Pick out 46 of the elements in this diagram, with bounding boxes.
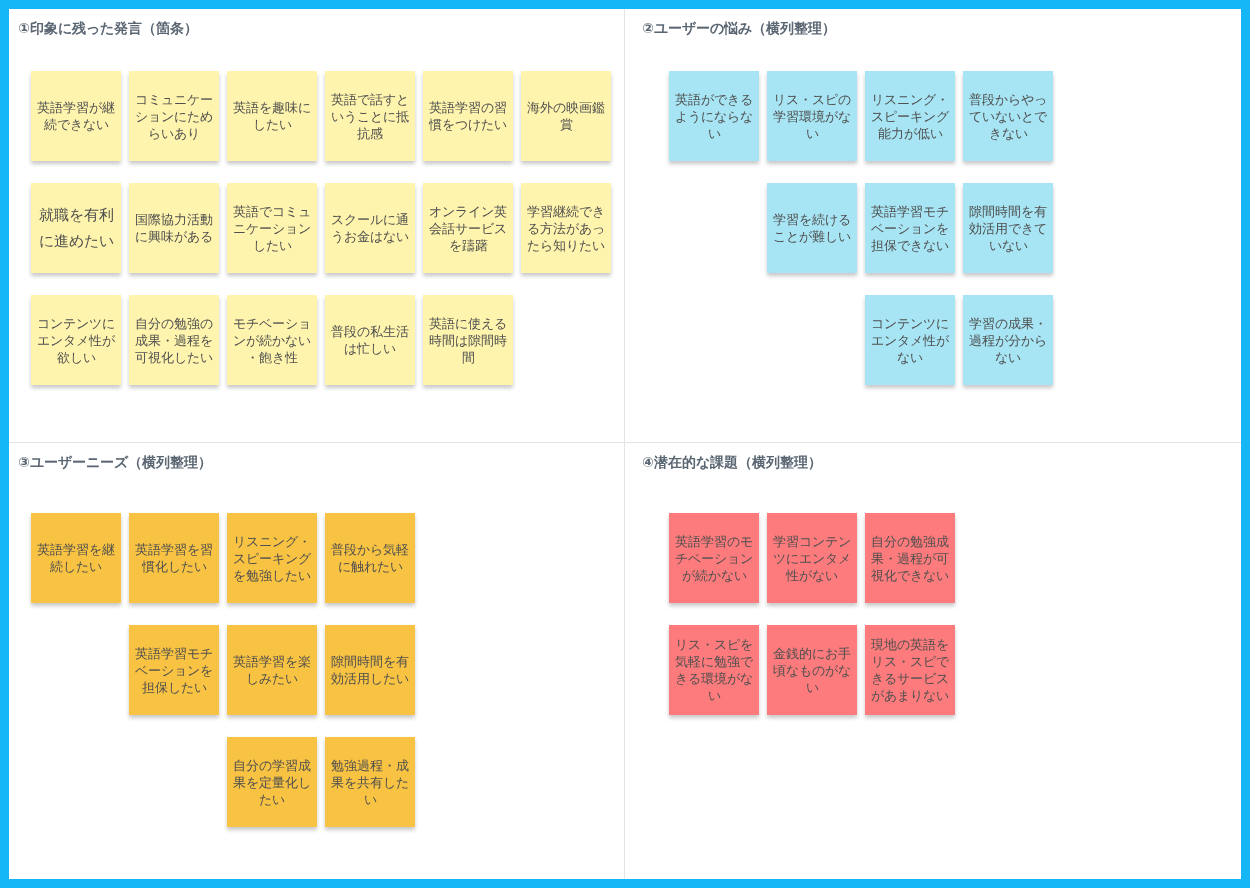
sticky-note: 学習継続できる方法があったら知りたい — [521, 183, 611, 273]
sticky-note: リス・スピを気軽に勉強できる環境がない — [669, 625, 759, 715]
sticky-note: 海外の映画鑑賞 — [521, 71, 611, 161]
sticky-note: 英語学習のモチベーションが続かない — [669, 513, 759, 603]
sticky-note: スクールに通うお金はない — [325, 183, 415, 273]
sticky-note: 英語学習が継続できない — [31, 71, 121, 161]
sticky-note: 英語学習モチベーションを担保できない — [865, 183, 955, 273]
section-heading: ②ユーザーの悩み（横列整理） — [642, 19, 836, 37]
sticky-note: 学習コンテンツにエンタメ性がない — [767, 513, 857, 603]
sticky-note: コンテンツにエンタメ性がない — [865, 295, 955, 385]
sticky-note: 英語ができるようにならない — [669, 71, 759, 161]
sticky-note: 自分の勉強成果・過程が可視化できない — [865, 513, 955, 603]
sticky-note: 英語でコミュニケーションしたい — [227, 183, 317, 273]
sticky-note: 普段からやっていないとできない — [963, 71, 1053, 161]
sticky-note: コンテンツにエンタメ性が欲しい — [31, 295, 121, 385]
sticky-note: 隙間時間を有効活用できていない — [963, 183, 1053, 273]
sticky-note: 英語学習を継続したい — [31, 513, 121, 603]
sticky-note: 英語で話すということに抵抗感 — [325, 71, 415, 161]
sticky-note: 自分の勉強の成果・過程を可視化したい — [129, 295, 219, 385]
sticky-note: 英語学習モチベーションを担保したい — [129, 625, 219, 715]
sticky-note: 国際協力活動に興味がある — [129, 183, 219, 273]
sticky-note: 普段から気軽に触れたい — [325, 513, 415, 603]
section-heading: ①印象に残った発言（箇条） — [18, 19, 198, 37]
sticky-note: 英語学習の習慣をつけたい — [423, 71, 513, 161]
sticky-note: リス・スピの学習環境がない — [767, 71, 857, 161]
board-section — [9, 9, 625, 443]
sticky-note: 英語を趣味にしたい — [227, 71, 317, 161]
sticky-note: 隙間時間を有効活用したい — [325, 625, 415, 715]
sticky-note: 就職を有利に進めたい — [31, 183, 121, 273]
sticky-note: 勉強過程・成果を共有したい — [325, 737, 415, 827]
sticky-note: モチベーションが続かない・飽き性 — [227, 295, 317, 385]
sticky-note: 英語学習を楽しみたい — [227, 625, 317, 715]
sticky-note: 学習を続けることが難しい — [767, 183, 857, 273]
sticky-note: 金銭的にお手頃なものがない — [767, 625, 857, 715]
section-heading: ④潜在的な課題（横列整理） — [642, 453, 822, 471]
sticky-note: 自分の学習成果を定量化したい — [227, 737, 317, 827]
sticky-note: 現地の英語をリス・スピできるサービスがあまりない — [865, 625, 955, 715]
sticky-note: 普段の私生活は忙しい — [325, 295, 415, 385]
sticky-note: 学習の成果・過程が分からない — [963, 295, 1053, 385]
section-heading: ③ユーザーニーズ（横列整理） — [18, 453, 212, 471]
sticky-note: 英語学習を習慣化したい — [129, 513, 219, 603]
sticky-note: コミュニケーションにためらいあり — [129, 71, 219, 161]
sticky-note: オンライン英会話サービスを躊躇 — [423, 183, 513, 273]
sticky-note: リスニング・スピーキング能力が低い — [865, 71, 955, 161]
sticky-note: リスニング・スピーキングを勉強したい — [227, 513, 317, 603]
sticky-note: 英語に使える時間は隙間時間 — [423, 295, 513, 385]
